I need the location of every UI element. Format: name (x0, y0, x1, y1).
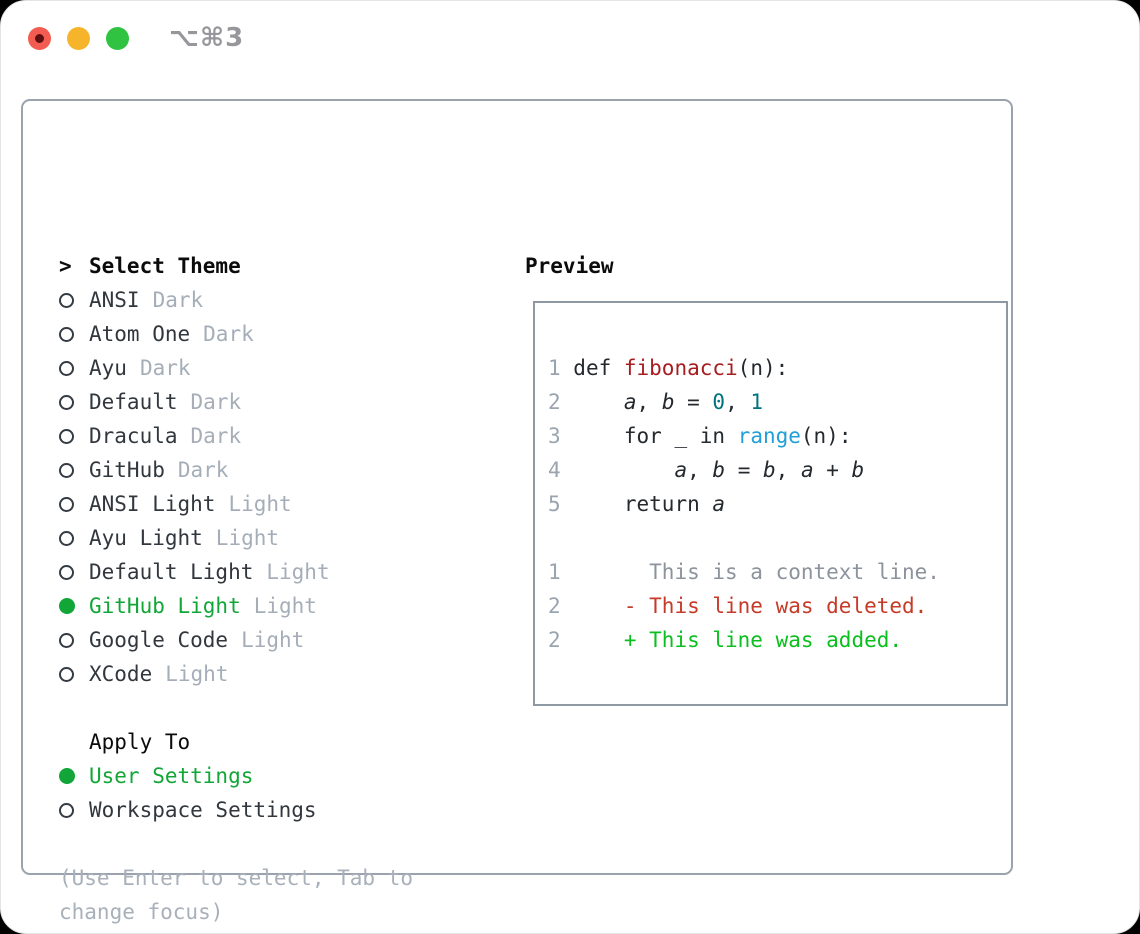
option-label: Ayu (89, 356, 127, 380)
code-line: 4 a, b = b, a + b (548, 458, 865, 482)
radio-icon (59, 632, 74, 648)
option-label: ANSI Light (89, 492, 216, 516)
option-label: Dracula (89, 424, 178, 448)
code-line: 2 - This line was deleted. (548, 594, 928, 618)
theme-option[interactable]: Default Dark (59, 385, 330, 419)
option-label: Atom One (89, 322, 191, 346)
theme-option[interactable]: Default Light Light (59, 555, 330, 589)
titlebar: ⌥⌘3 (1, 1, 1139, 61)
apply-to-option[interactable]: User Settings (59, 759, 317, 793)
theme-option[interactable]: ANSI Dark (59, 283, 330, 317)
option-label: XCode (89, 662, 153, 686)
theme-option[interactable]: XCode Light (59, 657, 330, 691)
radio-icon (59, 530, 74, 546)
option-label: User Settings (89, 764, 254, 788)
minimize-button[interactable] (67, 27, 90, 50)
code-line: 5 return a (548, 492, 726, 516)
theme-variant-label: Light (228, 492, 292, 516)
close-dot-icon (35, 34, 44, 43)
theme-variant-label: Dark (190, 424, 242, 448)
theme-option[interactable]: GitHub Light Light (59, 589, 330, 623)
theme-option[interactable]: Ayu Dark (59, 351, 330, 385)
theme-variant-label: Dark (139, 356, 191, 380)
radio-icon (59, 428, 74, 444)
radio-selected-icon (59, 768, 75, 784)
theme-variant-label: Dark (177, 458, 229, 482)
theme-variant-label: Dark (152, 288, 204, 312)
radio-icon (59, 326, 74, 342)
close-button[interactable] (28, 27, 51, 50)
theme-variant-label: Light (215, 526, 280, 550)
code-line (548, 521, 1006, 555)
radio-icon (59, 564, 74, 580)
option-label: Default (89, 390, 178, 414)
apply-to-header-row: Apply To (59, 725, 317, 759)
option-label: GitHub Light (89, 594, 241, 618)
option-label: Ayu Light (89, 526, 203, 550)
radio-icon (59, 666, 74, 682)
code-line: 1 def fibonacci(n): (548, 356, 789, 380)
theme-option[interactable]: Dracula Dark (59, 419, 330, 453)
code-line: 2 a, b = 0, 1 (548, 390, 764, 414)
hint-text: (Use Enter to select, Tab to change focu… (59, 866, 414, 924)
theme-variant-label: Dark (190, 390, 242, 414)
theme-variant-label: Light (253, 594, 317, 618)
preview-box: 1 def fibonacci(n): 2 a, b = 0, 1 3 for _ … (533, 301, 1008, 706)
theme-variant-label: Light (241, 628, 305, 652)
code-line: 2 + This line was added. (548, 628, 903, 652)
theme-option[interactable]: ANSI Light Light (59, 487, 330, 521)
option-label: ANSI (89, 288, 140, 312)
theme-option[interactable]: GitHub Dark (59, 453, 330, 487)
option-label: Workspace Settings (89, 798, 317, 822)
code-line: 3 for _ in range(n): (548, 424, 852, 448)
theme-option[interactable]: Ayu Light Light (59, 521, 330, 555)
select-theme-header: > Select Theme (59, 249, 330, 283)
preview-title: Preview (525, 254, 614, 278)
theme-variant-label: Dark (203, 322, 254, 346)
window-title: ⌥⌘3 (169, 23, 245, 53)
option-label: GitHub (89, 458, 165, 482)
apply-to-option[interactable]: Workspace Settings (59, 793, 317, 827)
apply-to-title: Apply To (89, 730, 191, 754)
caret-icon: > (59, 254, 72, 278)
zoom-button[interactable] (106, 27, 129, 50)
theme-variant-label: Light (266, 560, 330, 584)
theme-option[interactable]: Google Code Light (59, 623, 330, 657)
radio-icon (59, 292, 74, 308)
code-preview: 1 def fibonacci(n): 2 a, b = 0, 1 3 for _ … (535, 303, 1006, 657)
theme-option[interactable]: Atom One Dark (59, 317, 330, 351)
code-line: 1 This is a context line. (548, 560, 940, 584)
option-label: Default Light (89, 560, 254, 584)
radio-icon (59, 360, 74, 376)
select-theme-title: Select Theme (89, 254, 241, 278)
option-label: Google Code (89, 628, 229, 652)
radio-icon (59, 802, 74, 818)
radio-selected-icon (59, 598, 75, 614)
radio-icon (59, 496, 74, 512)
radio-icon (59, 462, 74, 478)
radio-icon (59, 394, 74, 410)
theme-variant-label: Light (165, 662, 229, 686)
